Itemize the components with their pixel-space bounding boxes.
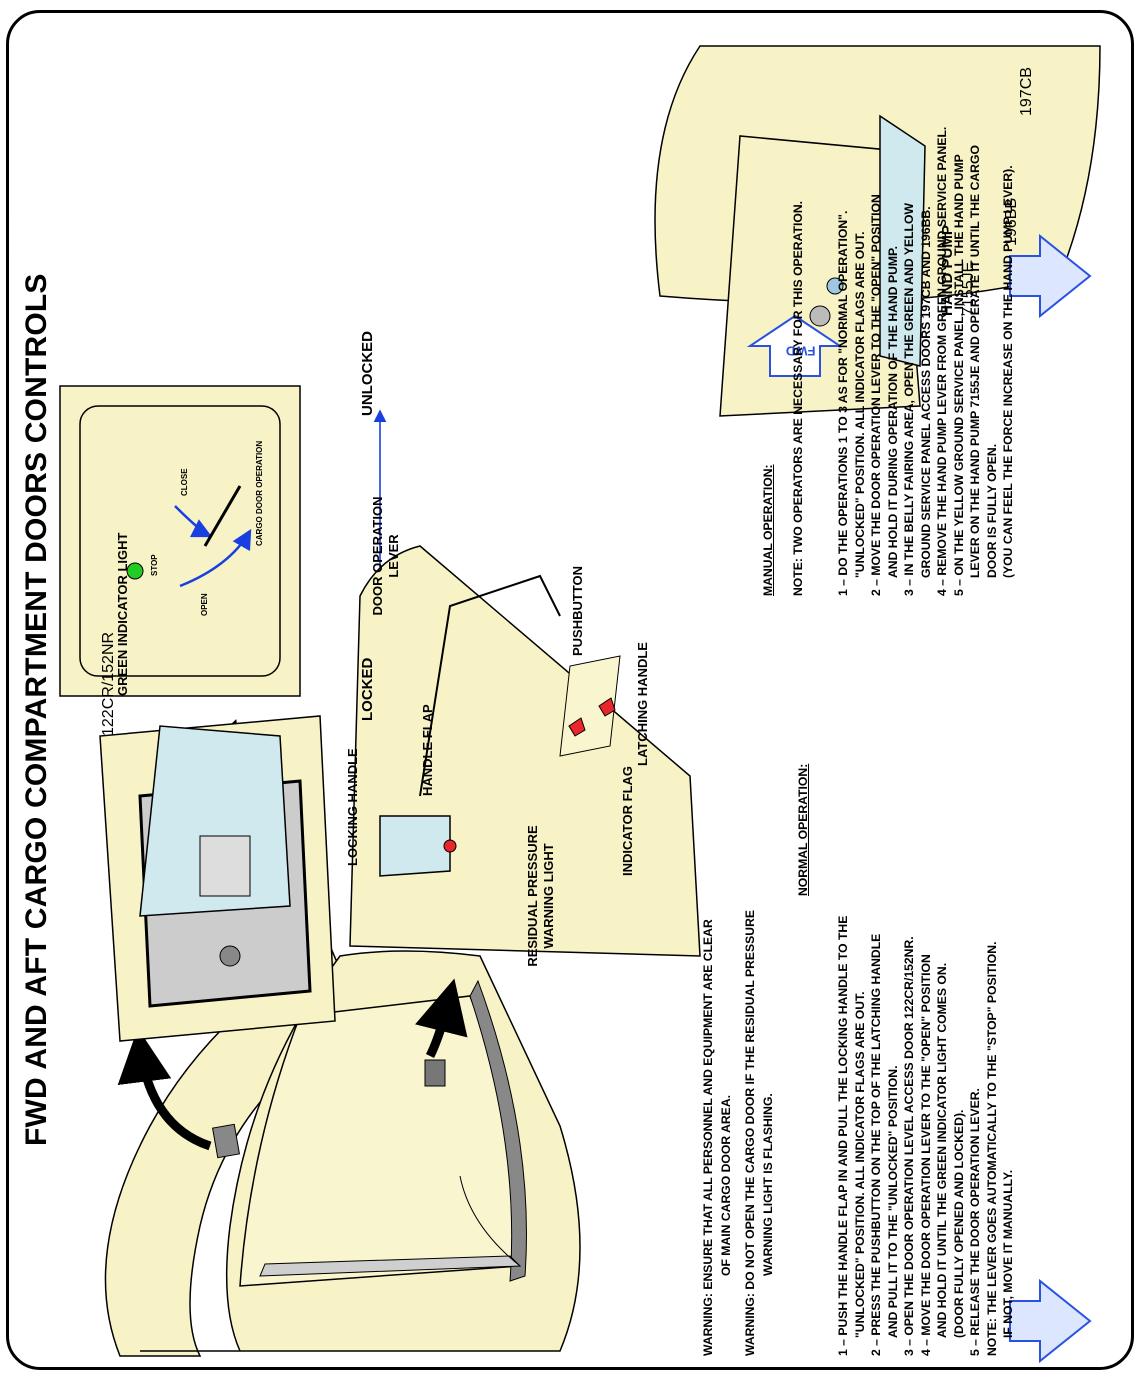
access-door-ref-right: 197CB (1018, 67, 1036, 116)
indicator-flag-label: INDICATOR FLAG (620, 766, 636, 876)
residual-pressure-label: RESIDUAL PRESSURE WARNING LIGHT (525, 811, 557, 981)
door-operation-lever-label: DOOR OPERATION LEVER (370, 476, 402, 636)
panel-close: CLOSE (180, 468, 189, 496)
warning-1: WARNING: ENSURE THAT ALL PERSONNEL AND E… (700, 919, 717, 1356)
panel-open: OPEN (200, 593, 209, 616)
locking-handle-label: LOCKING HANDLE (345, 748, 361, 866)
manual-operation-steps: 1 – DO THE OPERATIONS 1 TO 3 AS FOR "NOR… (835, 127, 1017, 596)
unlocked-label: UNLOCKED (360, 331, 376, 416)
manual-note: NOTE: TWO OPERATORS ARE NECESSARY FOR TH… (790, 201, 807, 596)
access-door-ref: 122CR/152NR (100, 632, 118, 736)
latching-handle-label: LATCHING HANDLE (635, 642, 651, 766)
manual-operation-heading: MANUAL OPERATION: (760, 464, 777, 596)
warning-1-cont: OF MAIN CARGO DOOR AREA. (718, 1095, 735, 1276)
warning-2-cont: WARNING LIGHT IS FLASHING. (760, 1093, 777, 1276)
normal-operation-steps: 1 – PUSH THE HANDLE FLAP IN AND PULL THE… (835, 916, 1017, 1356)
warning-2: WARNING: DO NOT OPEN THE CARGO DOOR IF T… (742, 910, 759, 1356)
access-door-view (100, 716, 335, 1041)
pushbutton-label: PUSHBUTTON (570, 566, 586, 656)
locked-label: LOCKED (360, 658, 376, 721)
panel-stop: STOP (150, 554, 159, 576)
control-panel-view (60, 386, 300, 696)
handle-flap-label: HANDLE FLAP (420, 704, 436, 796)
normal-operation-heading: NORMAL OPERATION: (795, 764, 812, 896)
fwd-arrow-left (1010, 1281, 1090, 1361)
panel-caption: CARGO DOOR OPERATION (255, 441, 264, 546)
